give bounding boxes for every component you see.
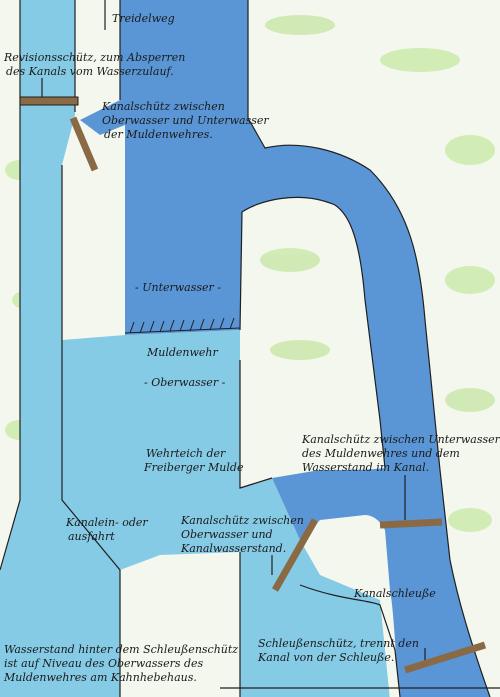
grass-patch: [445, 135, 495, 165]
river-right-bank: [247, 0, 491, 697]
label-wasserstand-2: ist auf Niveau des Oberwassers des: [4, 657, 204, 670]
grass-patch: [445, 266, 495, 294]
grass-patch: [380, 48, 460, 72]
weir-pond-water: [62, 330, 390, 697]
label-wehrteich-2: Freiberger Mulde: [144, 461, 244, 474]
grass-patch: [260, 248, 320, 272]
grass-patch: [270, 340, 330, 360]
pond-right-bank: [239, 360, 273, 489]
label-kanalschuetz-ow-uw-2: Oberwasser und Unterwasser: [102, 114, 269, 127]
label-wasserstand-3: Muldenwehres am Kahnhebehaus.: [4, 671, 197, 684]
kanalschuetz-ow-uw-gate: [69, 116, 99, 172]
label-treidelweg: Treidelweg: [112, 12, 175, 25]
label-wasserstand-1: Wasserstand hinter dem Schleußenschütz: [4, 643, 239, 656]
kanalschuetz-ow-kanal-gate: [271, 518, 319, 592]
label-schleusenschuetz-2: Kanal von der Schleuße.: [258, 651, 395, 664]
left-bank: [0, 0, 21, 571]
gate-outlines: [19, 96, 79, 106]
inner-left-bank: [61, 0, 121, 697]
label-kanalschuetz-ow-uw-1: Kanalschütz zwischen: [102, 100, 225, 113]
label-unterwasser: - Unterwasser -: [135, 281, 222, 294]
label-kanalschuetz-uw-kanal-1: Kanalschütz zwischen Unterwasser: [302, 433, 500, 446]
grass-patch: [265, 15, 335, 35]
label-kanalschuetz-ow-kanal-1: Kanalschütz zwischen: [181, 514, 304, 527]
label-revisionsschuetz-2: des Kanals vom Wasserzulauf.: [6, 65, 174, 78]
label-kanalein-2: ausfahrt: [68, 530, 115, 543]
schleusenschuetz-gate: [403, 641, 487, 674]
label-kanalein-1: Kanalein- oder: [66, 516, 148, 529]
label-revisionsschuetz-1: Revisionsschütz, zum Absperren: [4, 51, 186, 64]
kanalschuetz-uw-kanal-gate: [379, 518, 443, 529]
label-kanalschuetz-uw-kanal-2: des Muldenwehres und dem: [302, 447, 460, 460]
grass-patch: [448, 508, 492, 532]
weir-hatching: [124, 317, 241, 334]
gates: [20, 97, 487, 674]
label-kanalschuetz-ow-kanal-2: Oberwasser und: [181, 528, 273, 541]
lock-lower-bank: [299, 584, 401, 697]
label-oberwasser: - Oberwasser -: [144, 376, 226, 389]
grass-patch: [445, 388, 495, 412]
label-schleusenschuetz-1: Schleußenschütz, trennt den: [258, 637, 419, 650]
label-wehrteich-1: Wehrteich der: [146, 447, 226, 460]
label-kanalschleuse: Kanalschleuße: [354, 587, 436, 600]
label-kanalschuetz-ow-uw-3: der Muldenwehres.: [104, 128, 213, 141]
canal-water-light: [0, 0, 120, 697]
label-kanalschuetz-uw-kanal-3: Wasserstand im Kanal.: [302, 461, 430, 474]
label-kanalschuetz-ow-kanal-3: Kanalwasserstand.: [181, 542, 287, 555]
label-muldenwehr: Muldenwehr: [147, 346, 218, 359]
loop-inner-bank: [239, 196, 386, 469]
